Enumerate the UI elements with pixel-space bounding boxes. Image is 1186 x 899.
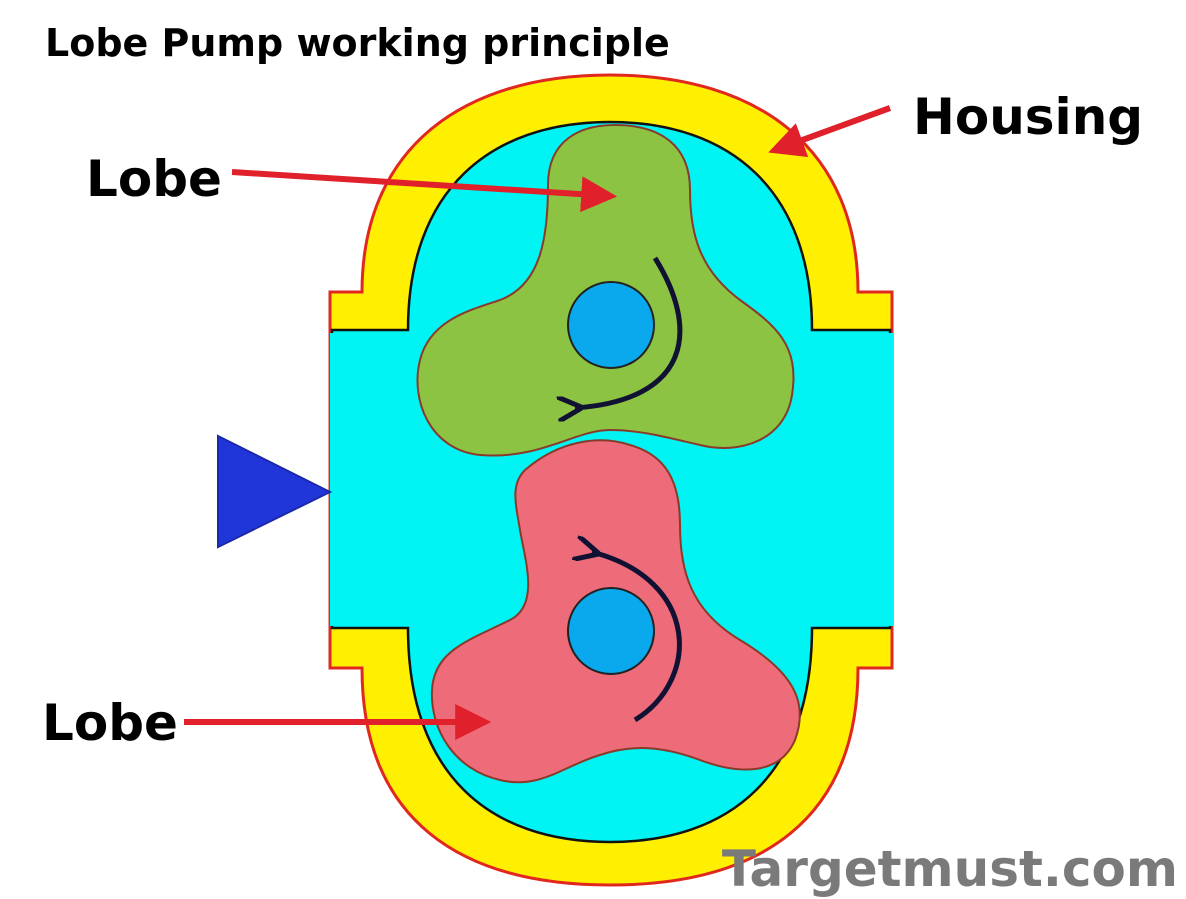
top-shaft (567, 281, 655, 369)
housing-label: Housing (913, 88, 1143, 146)
page-title: Lobe Pump working principle (45, 21, 670, 65)
top-lobe-label: Lobe (86, 150, 222, 208)
counterclockwise-rotation-arrow-icon (592, 552, 682, 723)
housing-leader-arrow (768, 105, 892, 158)
bottom-shaft (567, 587, 655, 675)
clockwise-rotation-arrow-icon (575, 256, 683, 408)
flow-direction-arrow-icon (217, 434, 333, 549)
site-watermark: Targetmust.com (722, 840, 1178, 898)
bottom-lobe-label: Lobe (42, 694, 178, 752)
top-lobe-leader-arrow (231, 169, 618, 213)
